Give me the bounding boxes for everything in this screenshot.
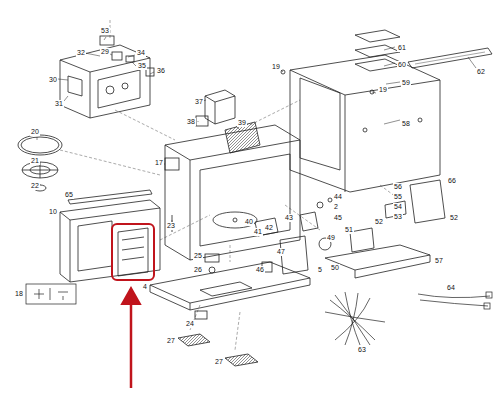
callout-number: 37: [194, 98, 204, 106]
callout-number: 53: [393, 213, 403, 221]
callout-number: 32: [76, 49, 86, 57]
callout-number: 65: [64, 191, 74, 199]
callout-number: 43: [284, 214, 294, 222]
callout-number: 25: [193, 252, 203, 260]
callout-number: 26: [193, 266, 203, 274]
callout-number: 66: [447, 177, 457, 185]
callout-number: 59: [401, 79, 411, 87]
callout-number: 38: [186, 118, 196, 126]
callout-number: 42: [264, 224, 274, 232]
highlight-frame: [112, 224, 154, 388]
callout-number: 23: [166, 222, 176, 230]
callout-number: 45: [333, 214, 343, 222]
callout-number: 27: [166, 337, 176, 345]
callout-number: 57: [434, 257, 444, 265]
callout-number: 21: [30, 157, 40, 165]
callout-number: 41: [253, 228, 263, 236]
callout-number: 4: [142, 283, 148, 291]
callout-number: 61: [397, 44, 407, 52]
callout-number: 52: [374, 218, 384, 226]
callout-number: 40: [244, 218, 254, 226]
callout-number: 46: [255, 266, 265, 274]
callout-number: 22: [30, 182, 40, 190]
callout-number: 18: [14, 290, 24, 298]
callout-number: 50: [330, 264, 340, 272]
callout-number: 29: [100, 48, 110, 56]
callout-number: 35: [137, 62, 147, 70]
callout-number: 39: [237, 119, 247, 127]
callout-number: 51: [344, 226, 354, 234]
callout-number: 19: [378, 86, 388, 94]
callout-number: 49: [326, 234, 336, 242]
callout-number: 56: [393, 183, 403, 191]
callout-number: 30: [48, 76, 58, 84]
callout-number: 19: [271, 63, 281, 71]
callout-number: 62: [476, 68, 486, 76]
callout-number: 2: [333, 203, 339, 211]
callout-number: 27: [214, 358, 224, 366]
callout-number: 52: [449, 214, 459, 222]
callout-number: 17: [154, 159, 164, 167]
callout-number: 64: [446, 284, 456, 292]
callout-number: 31: [54, 100, 64, 108]
callout-number: 47: [276, 248, 286, 256]
callout-number: 44: [333, 193, 343, 201]
callout-number: 55: [393, 193, 403, 201]
callout-number: 5: [317, 266, 323, 274]
callout-number: 54: [393, 203, 403, 211]
callout-number: 63: [357, 346, 367, 354]
callout-number: 10: [48, 208, 58, 216]
callout-number: 20: [30, 128, 40, 136]
callout-number: 34: [136, 49, 146, 57]
callout-number: 53: [100, 27, 110, 35]
callout-number: 58: [401, 120, 411, 128]
callout-number: 36: [156, 67, 166, 75]
callout-number: 60: [397, 61, 407, 69]
callout-number: 24: [185, 320, 195, 328]
